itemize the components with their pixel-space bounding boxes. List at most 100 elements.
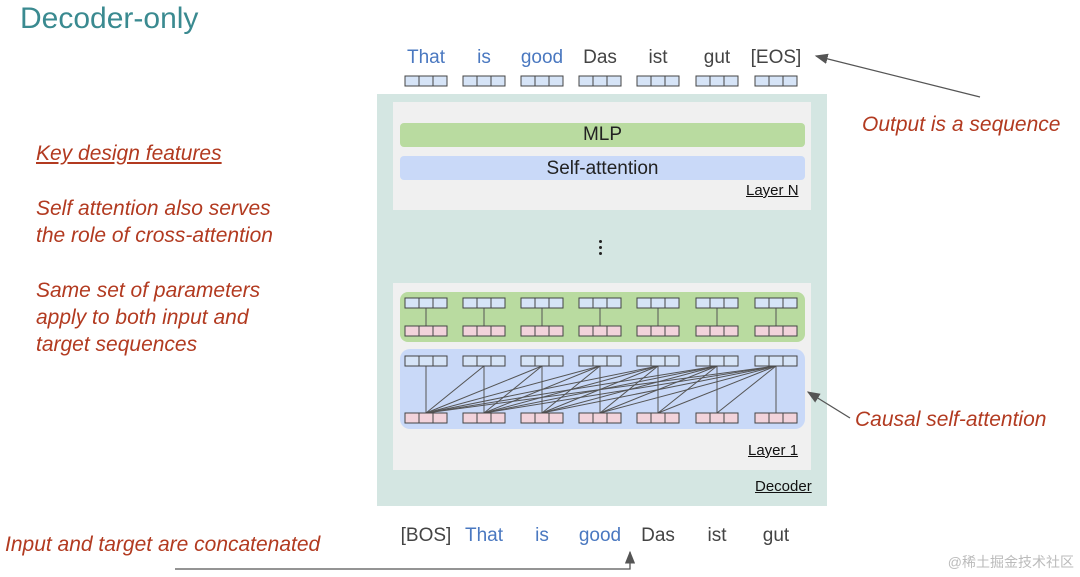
- output-token: [EOS]: [750, 47, 802, 68]
- vector-box: [636, 297, 680, 309]
- feature-line: target sequences: [36, 333, 198, 356]
- mlp-output-vector: [404, 297, 448, 309]
- feature-cross-attention: Self attention also serves the role of c…: [36, 195, 273, 249]
- vector-box: [695, 325, 739, 337]
- vector-box: [695, 355, 739, 367]
- vector-box: [462, 355, 506, 367]
- output-token: That: [406, 47, 446, 68]
- mlp-input-vector: [578, 325, 622, 337]
- vector-box: [578, 75, 622, 87]
- causal-connection: [425, 365, 543, 414]
- input-token: ist: [707, 525, 727, 546]
- attention-input-vector: [754, 412, 798, 424]
- mlp-output-vector: [520, 297, 564, 309]
- input-annotation: Input and target are concatenated: [5, 533, 321, 556]
- vector-box: [754, 355, 798, 367]
- vector-box: [754, 75, 798, 87]
- vector-box: [462, 75, 506, 87]
- attention-output-vector: [578, 355, 622, 367]
- output-vector: [636, 75, 680, 87]
- slide-title: Decoder-only: [20, 2, 199, 35]
- causal-annotation: Causal self-attention: [855, 408, 1047, 431]
- vector-box: [520, 325, 564, 337]
- mlp-input-vector: [754, 325, 798, 337]
- vector-box: [520, 355, 564, 367]
- self-attention-block: [400, 156, 805, 180]
- output-vector: [520, 75, 564, 87]
- vector-box: [404, 75, 448, 87]
- output-token: Das: [583, 47, 617, 68]
- input-token: That: [464, 525, 504, 546]
- mlp-input-vector: [462, 325, 506, 337]
- vector-box: [578, 325, 622, 337]
- feature-line: Same set of parameters: [36, 279, 261, 302]
- mlp-output-vector: [636, 297, 680, 309]
- causal-connection: [425, 365, 777, 414]
- features-heading: Key design features: [36, 142, 222, 165]
- attention-input-vector: [636, 412, 680, 424]
- vector-box: [754, 412, 798, 424]
- output-token: gut: [703, 47, 731, 68]
- output-vector: [578, 75, 622, 87]
- attention-input-vector: [462, 412, 506, 424]
- feature-line: Self attention also serves: [36, 197, 271, 220]
- attention-output-vector: [462, 355, 506, 367]
- vector-box: [754, 325, 798, 337]
- output-token: is: [477, 47, 491, 68]
- causal-connection: [425, 365, 659, 414]
- output-vector: [462, 75, 506, 87]
- vector-box: [520, 75, 564, 87]
- vector-box: [462, 297, 506, 309]
- attention-input-vector: [404, 412, 448, 424]
- output-token: good: [520, 47, 564, 68]
- vector-box: [578, 412, 622, 424]
- layer-1-label: Layer 1: [748, 442, 799, 459]
- self-attention-label: Self-attention: [546, 158, 659, 179]
- mlp-block: [400, 123, 805, 147]
- causal-connection: [599, 365, 777, 414]
- mlp-input-vector: [636, 325, 680, 337]
- mlp-output-vector: [462, 297, 506, 309]
- input-token: Das: [641, 525, 675, 546]
- mlp-input-vector: [404, 325, 448, 337]
- vector-box: [695, 297, 739, 309]
- output-vector: [404, 75, 448, 87]
- causal-connection: [716, 365, 777, 414]
- causal-arrow: [806, 391, 851, 419]
- input-token: is: [535, 525, 549, 546]
- input-token: gut: [762, 525, 790, 546]
- mlp-output-vector: [578, 297, 622, 309]
- input-token: good: [578, 525, 622, 546]
- input-arrow: [175, 550, 636, 570]
- vector-box: [636, 75, 680, 87]
- attention-input-vector: [695, 412, 739, 424]
- vector-box: [578, 355, 622, 367]
- output-vector: [754, 75, 798, 87]
- attention-output-vector: [754, 355, 798, 367]
- decoder-label: Decoder: [755, 478, 812, 495]
- ellipsis-icon: [598, 240, 604, 258]
- vector-box: [462, 412, 506, 424]
- vector-box: [404, 325, 448, 337]
- attention-output-vector: [520, 355, 564, 367]
- mlp-output-vector: [695, 297, 739, 309]
- vector-box: [636, 355, 680, 367]
- causal-connection: [425, 365, 601, 414]
- vector-box: [636, 412, 680, 424]
- feature-line: apply to both input and: [36, 306, 249, 329]
- causal-connection: [425, 365, 718, 414]
- vector-box: [404, 355, 448, 367]
- attention-output-vector: [695, 355, 739, 367]
- attention-output-vector: [404, 355, 448, 367]
- vector-box: [404, 412, 448, 424]
- output-annotation: Output is a sequence: [862, 113, 1061, 136]
- mlp-input-vector: [695, 325, 739, 337]
- feature-shared-parameters: Same set of parameters apply to both inp…: [36, 277, 260, 358]
- vector-box: [695, 75, 739, 87]
- output-token: ist: [648, 47, 668, 68]
- vector-box: [520, 297, 564, 309]
- vector-box: [578, 297, 622, 309]
- mlp-label: MLP: [582, 124, 623, 145]
- vector-box: [636, 325, 680, 337]
- causal-connection: [541, 365, 777, 414]
